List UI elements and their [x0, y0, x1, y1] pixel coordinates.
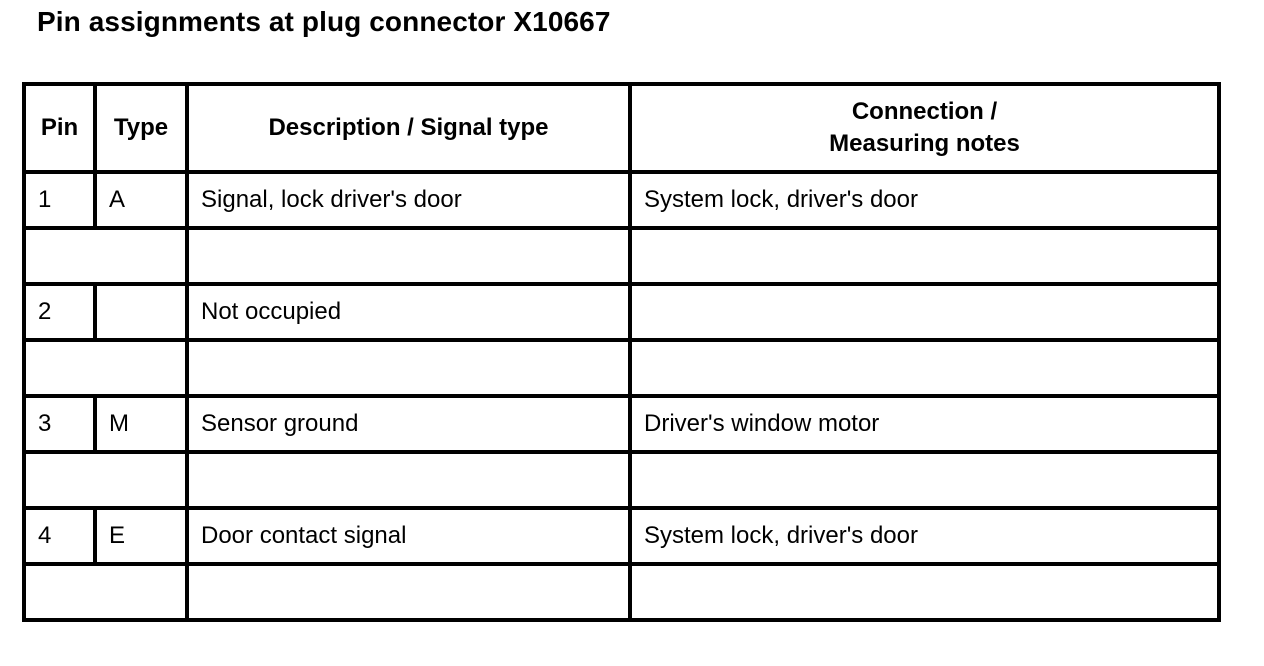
description-cell: Sensor ground	[185, 394, 632, 454]
connection-cell: System lock, driver's door	[628, 170, 1221, 230]
spacer-cell	[185, 450, 632, 510]
description-cell: Not occupied	[185, 282, 632, 342]
type-cell: E	[93, 506, 189, 566]
spacer-cell	[22, 338, 189, 398]
header-connection-line1: Connection /	[851, 98, 998, 125]
spacer-cell	[185, 226, 632, 286]
spacer-cell	[22, 562, 189, 622]
spacer-cell	[628, 226, 1221, 286]
spacer-cell	[185, 338, 632, 398]
description-cell: Signal, lock driver's door	[185, 170, 632, 230]
pin-cell: 4	[22, 506, 97, 566]
header-connection: Connection / Measuring notes	[628, 82, 1221, 174]
page-title: Pin assignments at plug connector X10667	[37, 6, 611, 37]
header-pin: Pin	[22, 82, 97, 174]
table-row: 2 Not occupied	[22, 282, 1221, 342]
spacer-cell	[22, 450, 189, 510]
type-cell: A	[93, 170, 189, 230]
pin-assignment-table: Pin Type Description / Signal type Conne…	[22, 82, 1221, 622]
connection-cell: Driver's window motor	[628, 394, 1221, 454]
description-cell: Door contact signal	[185, 506, 632, 566]
header-connection-line2: Measuring notes	[829, 130, 1020, 157]
table-header-row: Pin Type Description / Signal type Conne…	[22, 82, 1221, 174]
spacer-row	[22, 338, 1221, 398]
spacer-cell	[22, 226, 189, 286]
table-row: 3 M Sensor ground Driver's window motor	[22, 394, 1221, 454]
spacer-cell	[628, 450, 1221, 510]
table-row: 4 E Door contact signal System lock, dri…	[22, 506, 1221, 566]
spacer-row	[22, 450, 1221, 510]
spacer-row	[22, 226, 1221, 286]
spacer-row	[22, 562, 1221, 622]
table-row: 1 A Signal, lock driver's door System lo…	[22, 170, 1221, 230]
connection-cell: System lock, driver's door	[628, 506, 1221, 566]
type-cell: M	[93, 394, 189, 454]
pin-cell: 2	[22, 282, 97, 342]
spacer-cell	[628, 562, 1221, 622]
spacer-cell	[628, 338, 1221, 398]
spacer-cell	[185, 562, 632, 622]
connection-cell	[628, 282, 1221, 342]
type-cell	[93, 282, 189, 342]
pin-cell: 1	[22, 170, 97, 230]
header-type: Type	[93, 82, 189, 174]
header-description: Description / Signal type	[185, 82, 632, 174]
pin-cell: 3	[22, 394, 97, 454]
